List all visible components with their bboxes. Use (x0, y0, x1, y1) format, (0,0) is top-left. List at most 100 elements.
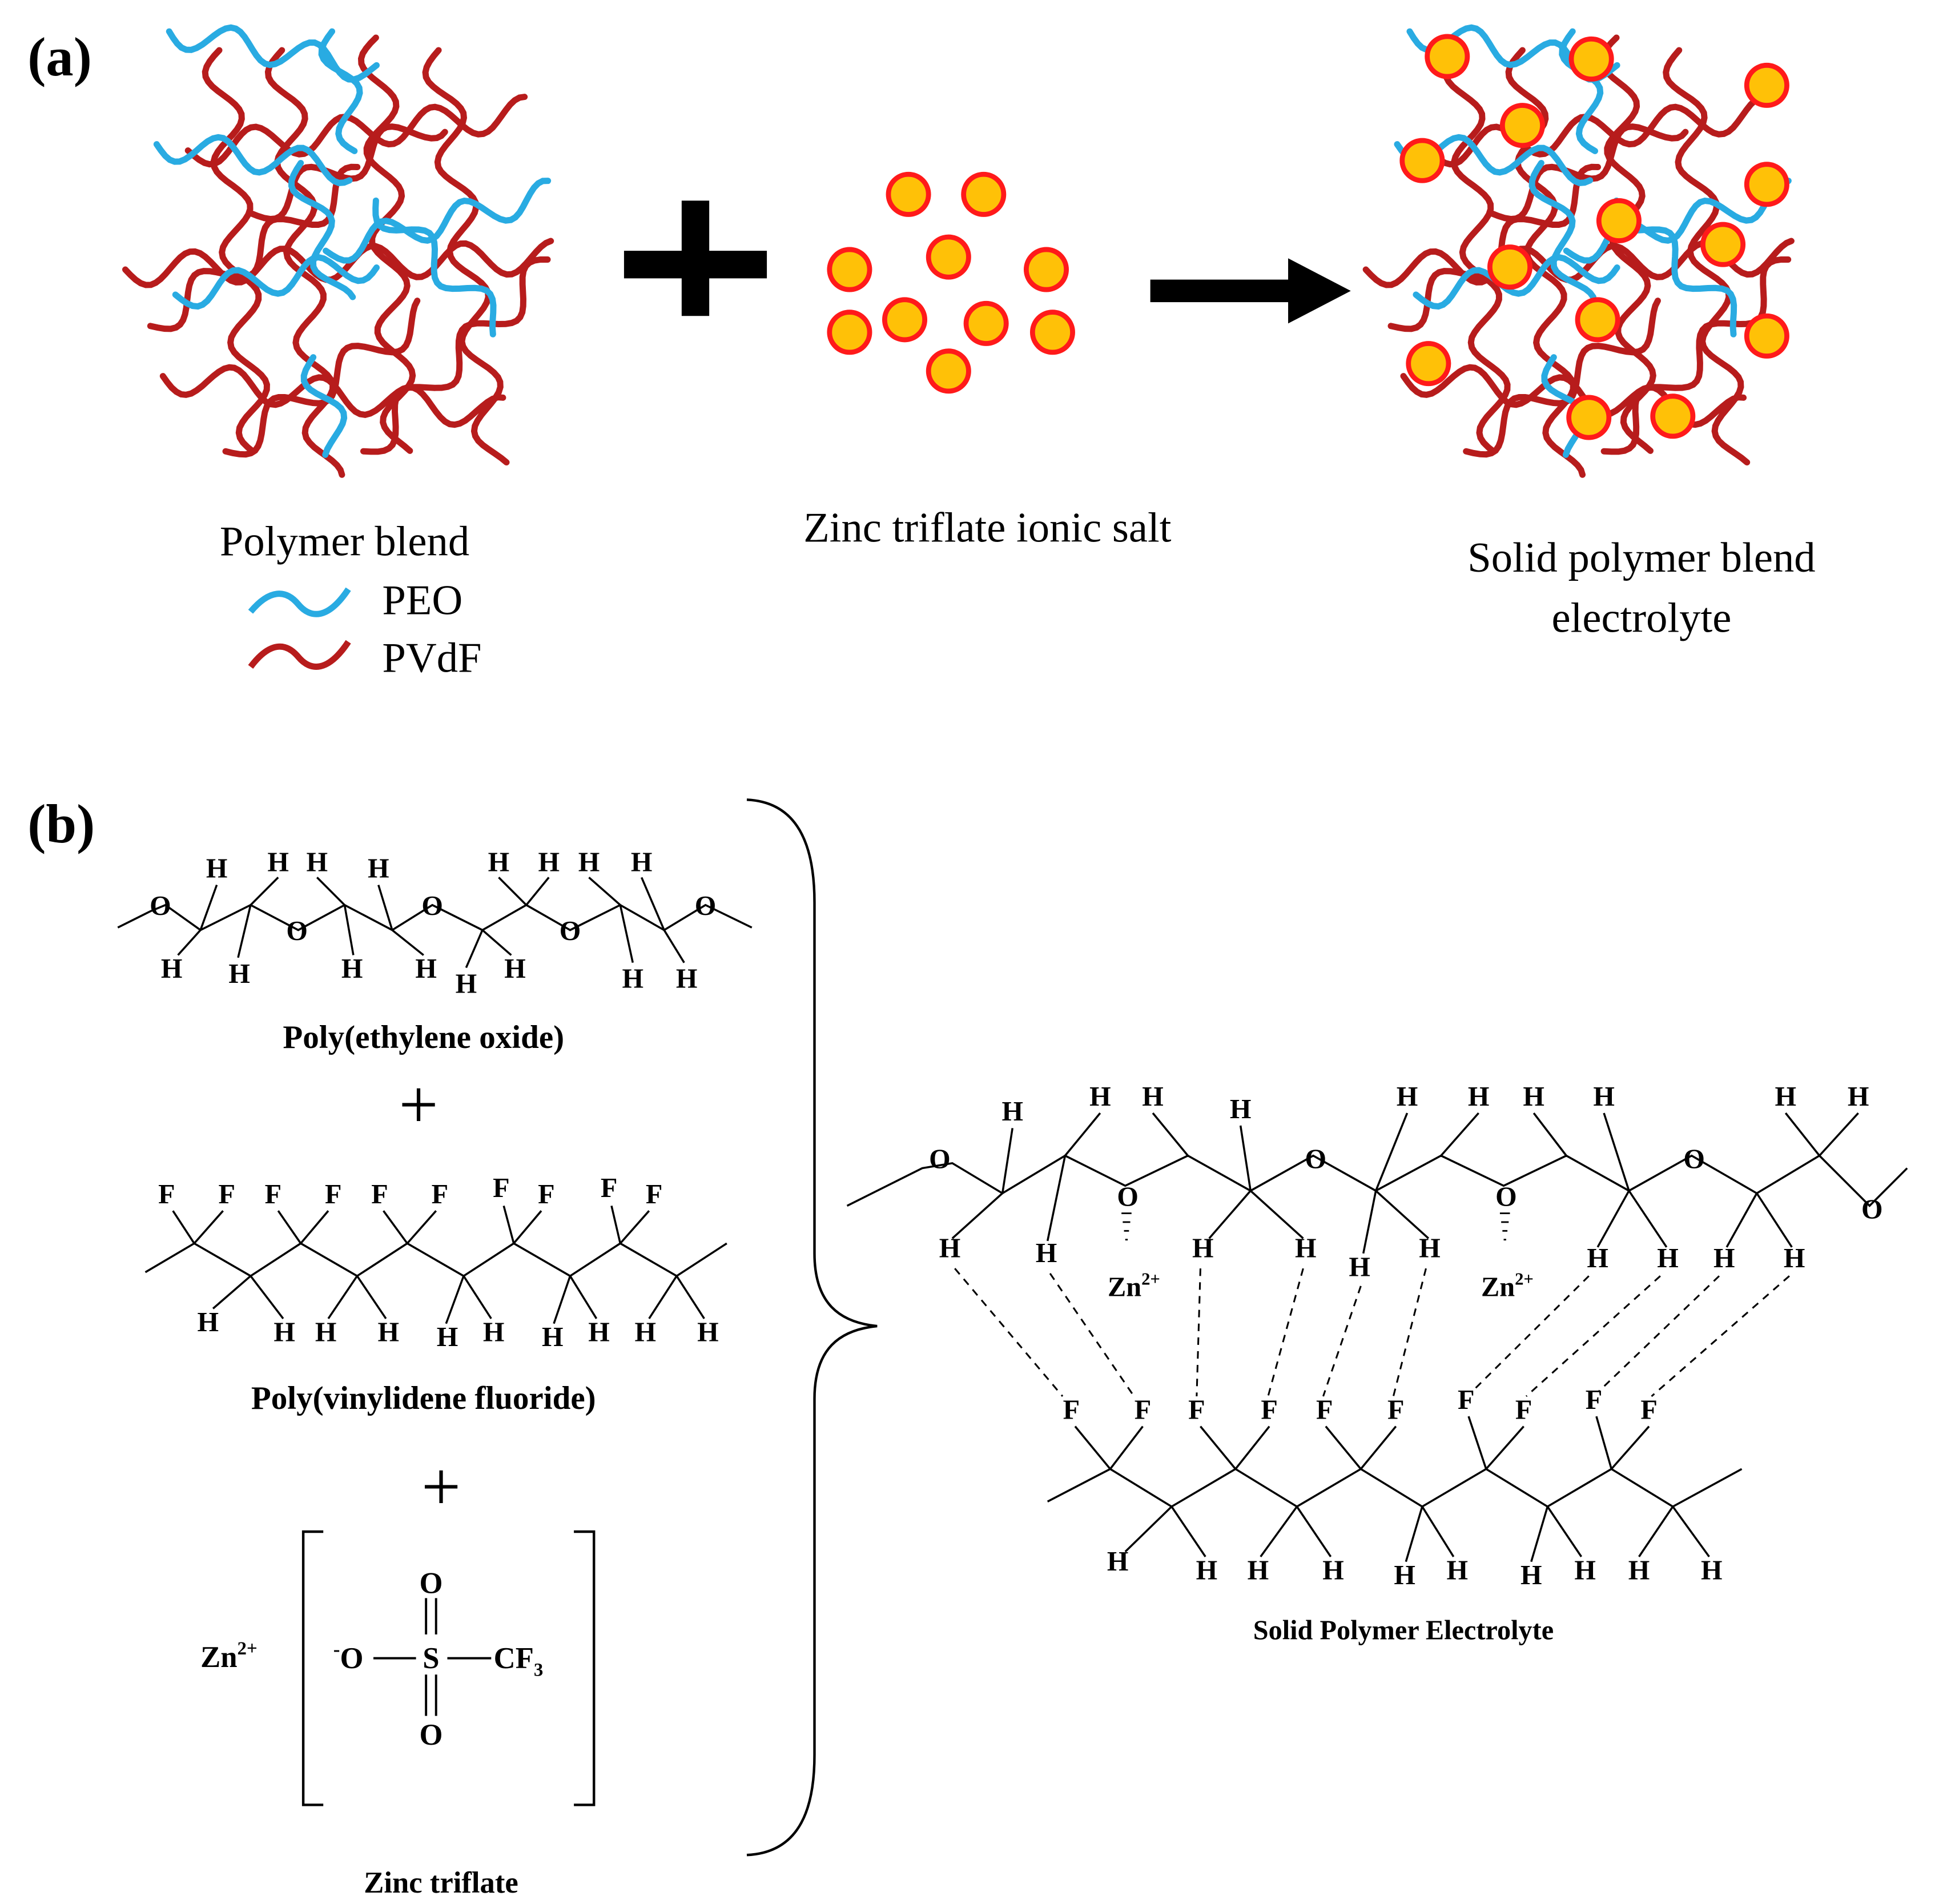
zinc-ion (963, 300, 1009, 346)
hydrogen-atom: H (1397, 1082, 1418, 1112)
reaction-arrow (1150, 258, 1351, 324)
peo-chain (1563, 178, 1792, 264)
hydrogen-atom: H (488, 847, 510, 877)
bond (1421, 1506, 1455, 1557)
hydrogen-atom: H (1419, 1233, 1441, 1263)
hydrogen-atom: H (456, 969, 477, 999)
pvdf-chain (222, 298, 421, 458)
bond (1595, 1416, 1612, 1469)
pvdf-legend-label: PVdF (382, 635, 481, 682)
zinc-ion (827, 310, 872, 355)
bond (620, 1210, 650, 1244)
fluorine-atom: F (1261, 1395, 1277, 1425)
bond (675, 1275, 705, 1319)
hydrogen-atom: H (1394, 1560, 1415, 1590)
panel-a: (a) Polymer blend PEO PVdF Zinc triflate… (27, 24, 1816, 682)
spe-name: Solid Polymer Electrolyte (1253, 1616, 1554, 1646)
bond (172, 1210, 195, 1244)
bond (663, 929, 685, 963)
hydrogen-atom: H (1142, 1082, 1164, 1112)
bond (1546, 1506, 1583, 1557)
bond (1234, 1425, 1270, 1470)
hydrogen-atom: H (228, 959, 250, 989)
hydrogen-atom: H (437, 1322, 458, 1352)
bond (462, 1275, 492, 1319)
hydrogen-atom: H (315, 1317, 337, 1347)
polymer-blend-cluster (122, 24, 554, 478)
fluorine-atom: F (1135, 1395, 1151, 1425)
peo-chain (1528, 160, 1596, 300)
bond (513, 1210, 542, 1244)
bracket-right (574, 1530, 596, 1806)
bond (1239, 1125, 1252, 1191)
zinc-triflate-structure: Zn2+ -O S O O CF3 (200, 1530, 596, 1806)
fluorine-atom: F (1586, 1385, 1602, 1415)
zinc-ion (1487, 244, 1533, 290)
hydrogen-bond-dash (1526, 1275, 1661, 1397)
sulfur-atom: S (423, 1642, 439, 1675)
pvdf-chain (1442, 47, 1511, 455)
zinc-ion (1744, 313, 1789, 359)
zinc-ion (1700, 222, 1746, 267)
hydrogen-atom: H (1230, 1094, 1252, 1124)
hydrogen-atom: H (368, 853, 389, 883)
oxygen-atom: O (1117, 1182, 1139, 1212)
electrolyte-caption-line2: electrolyte (1552, 595, 1732, 641)
pvdf-legend-line (248, 640, 351, 670)
bond (250, 877, 279, 906)
fluorine-atom: F (432, 1179, 448, 1210)
plus-sign (623, 200, 767, 316)
fluorine-atom: F (646, 1179, 662, 1210)
bond (588, 877, 621, 906)
spe-zinc-1: Zn2+ (1108, 1270, 1160, 1303)
pvdf-chain (202, 47, 270, 455)
zinc-ion (1650, 393, 1696, 439)
hydrogen-bond-dash (1598, 1275, 1720, 1392)
bond (250, 1275, 284, 1319)
trifluoromethyl-group: CF3 (494, 1642, 544, 1680)
hydrogen-atom: H (1713, 1243, 1735, 1274)
hydrogen-atom: H (1520, 1560, 1542, 1590)
pvdf-chain (184, 94, 528, 168)
hydrogen-atom: H (1089, 1082, 1111, 1112)
oxygen-atom: O (421, 891, 443, 921)
hydrogen-atom: H (1848, 1082, 1869, 1112)
peo-chain (288, 160, 356, 300)
hydrogen-atom: H (504, 954, 526, 984)
peo-chain (153, 134, 353, 186)
zinc-ion (1575, 297, 1620, 343)
bond (1359, 1425, 1397, 1470)
bond (1001, 1128, 1013, 1194)
bond (1467, 1416, 1487, 1469)
oxygen-atom: O (560, 916, 581, 946)
bond (525, 877, 550, 906)
zinc-ion (886, 171, 931, 217)
pvdf-chain (422, 47, 510, 466)
bond (1250, 1190, 1304, 1239)
zinc-ion (1029, 310, 1075, 355)
peo-legend-label: PEO (382, 577, 462, 624)
hydrogen-atom: H (1784, 1243, 1805, 1274)
fluorine-atom: F (1316, 1395, 1333, 1425)
fluorine-atom: F (1188, 1395, 1205, 1425)
bond (502, 1205, 515, 1244)
bond (300, 1210, 329, 1244)
electrolyte-caption-line1: Solid polymer blend (1467, 535, 1815, 581)
bond (277, 1210, 302, 1244)
bond (1208, 1190, 1252, 1239)
bond (481, 929, 512, 956)
triflate-bonds (373, 1598, 492, 1716)
peo-name: Poly(ethylene oxide) (283, 1019, 564, 1055)
bond (1152, 1112, 1189, 1156)
bond (383, 1210, 408, 1244)
bond (343, 905, 355, 955)
peo-legend-line (248, 587, 351, 617)
pvdf-chain (1425, 94, 1768, 168)
hydrogen-atom: H (1701, 1555, 1723, 1585)
bond (445, 1275, 465, 1324)
salt-caption: Zinc triflate ionic salt (803, 504, 1172, 551)
oxygen-top: O (419, 1567, 443, 1600)
zinc-ion (1399, 138, 1445, 183)
